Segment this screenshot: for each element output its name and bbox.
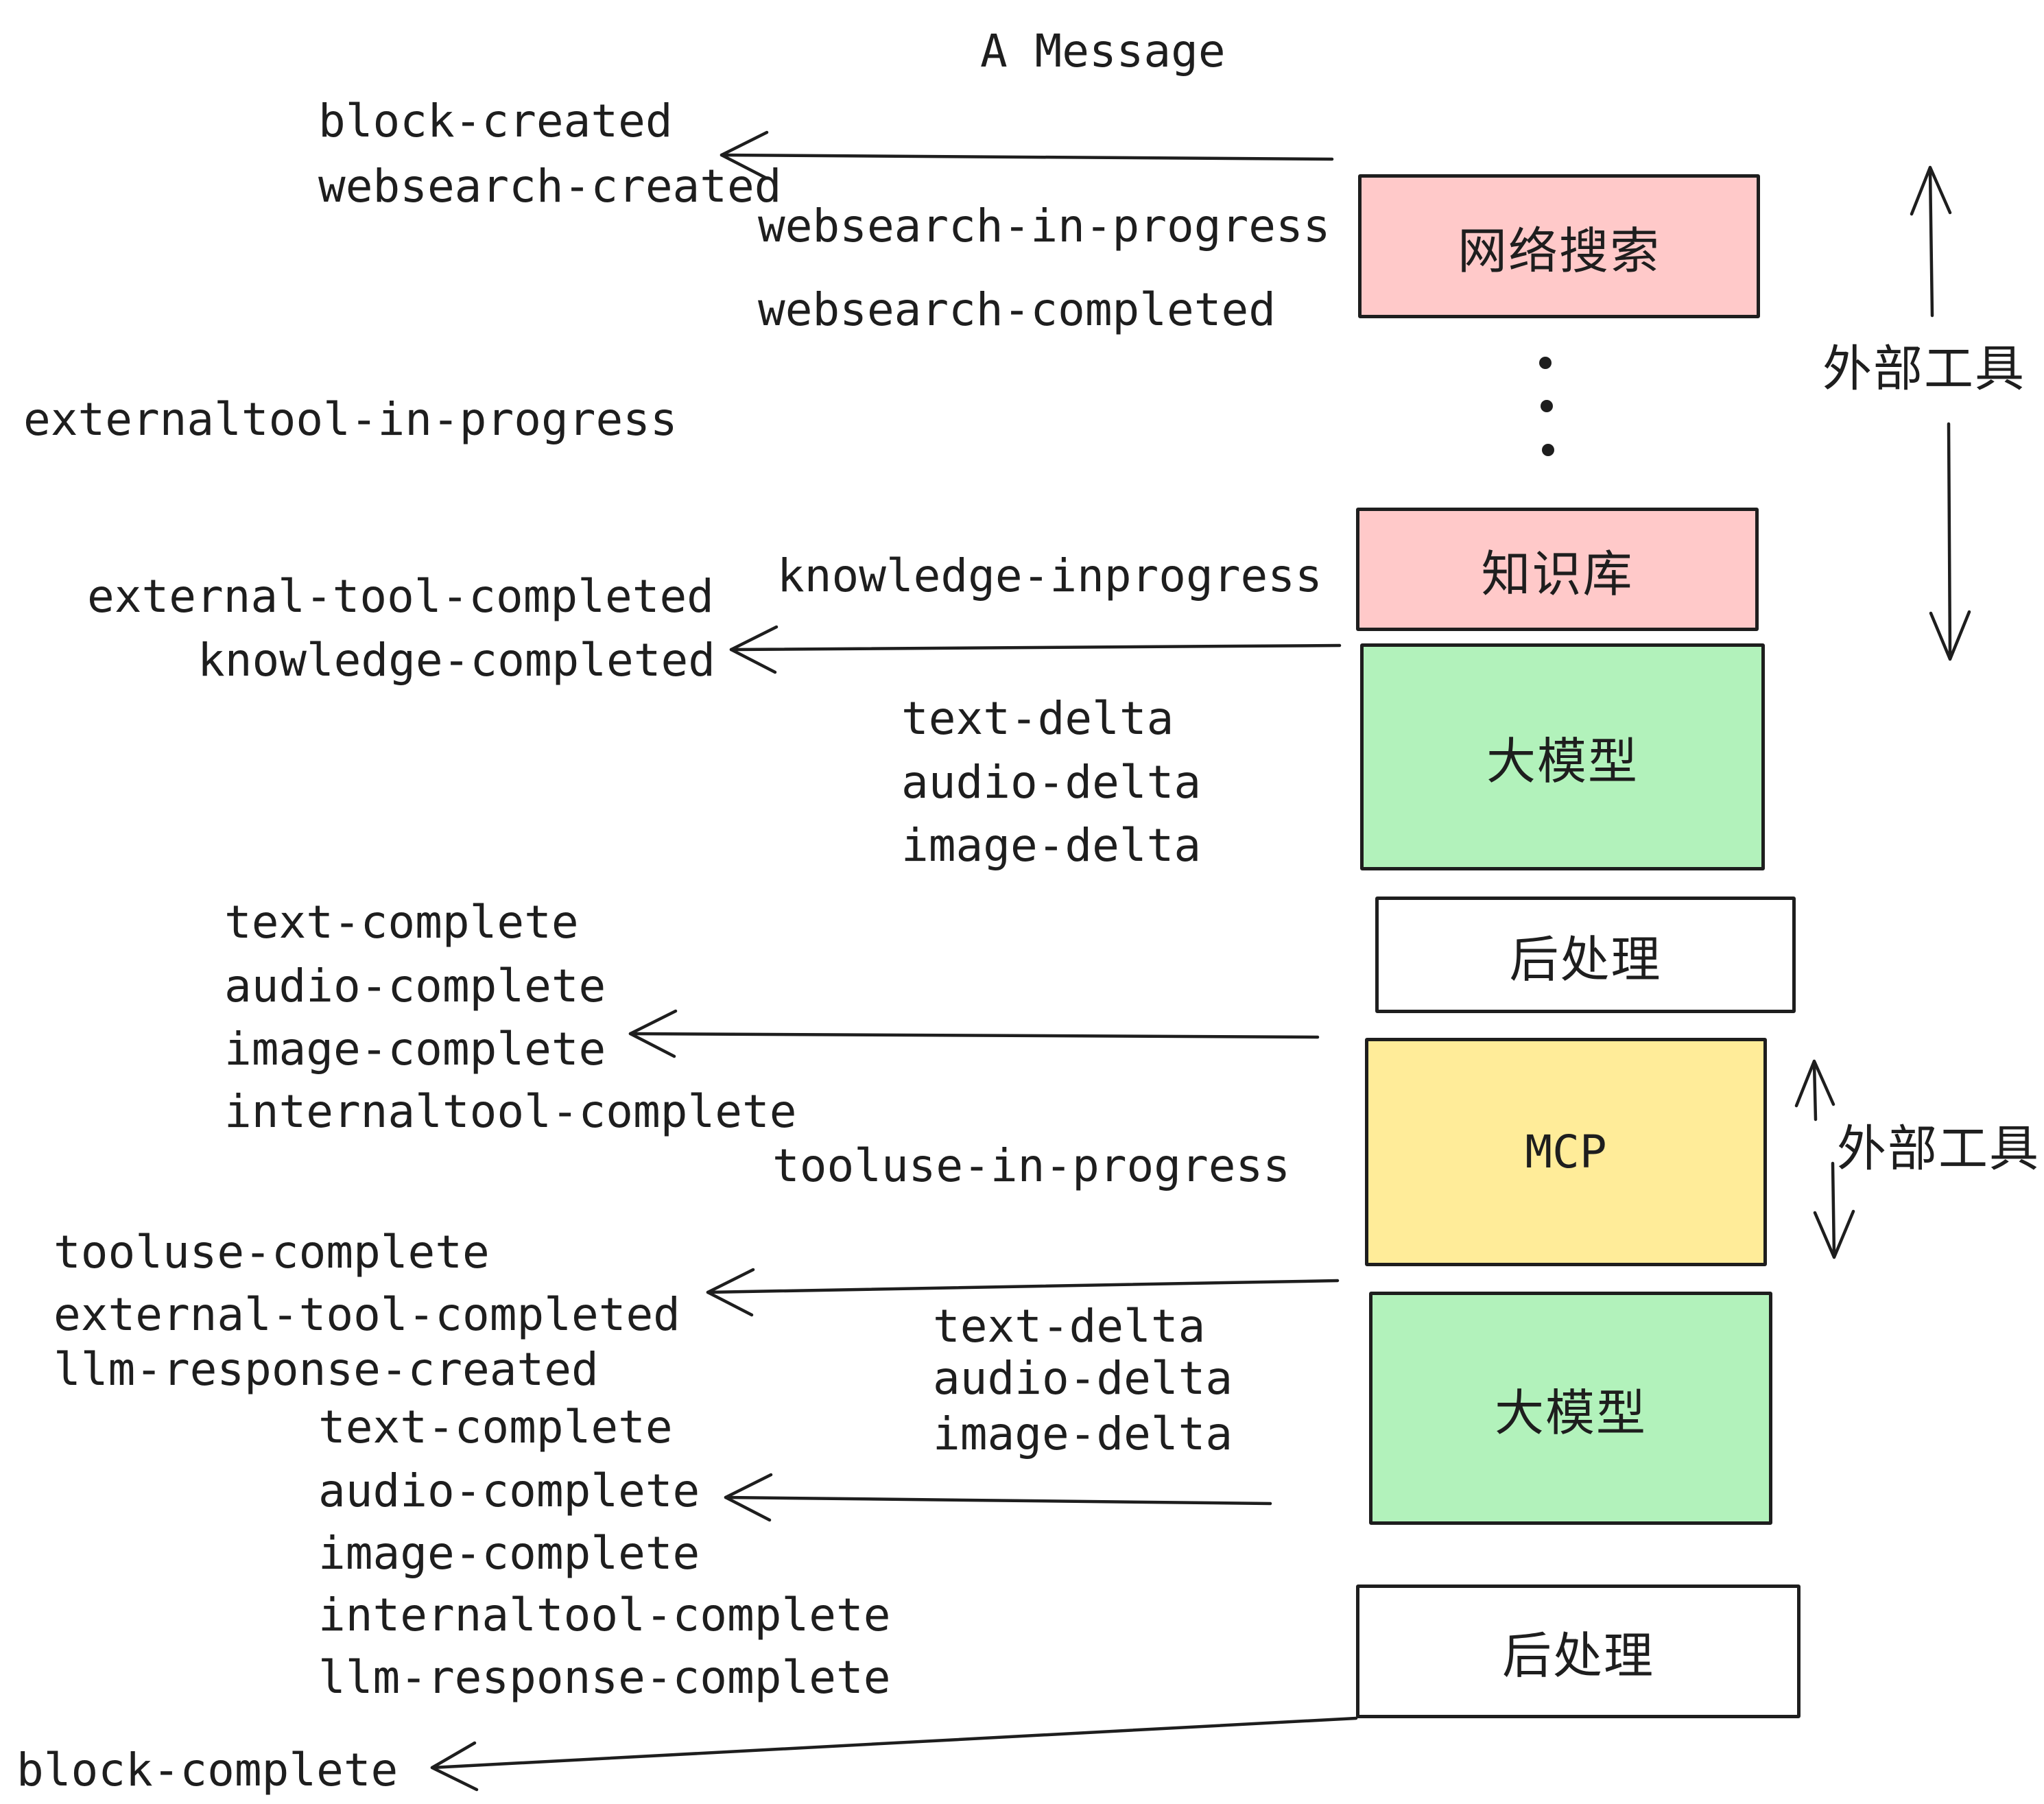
event-label-block-created: block-created [318,95,673,147]
event-label-external-tool-completed-1: external-tool-completed [87,570,714,623]
event-label-text-complete-1: text-complete [224,896,579,949]
external-tools-arrow-top [1910,165,1971,661]
event-label-audio-delta-2: audio-delta [933,1352,1233,1405]
event-label-tooluse-in-progress: tooluse-in-progress [772,1139,1290,1192]
event-label-text-complete-2: text-complete [318,1401,673,1453]
event-label-llm-response-complete: llm-response-complete [318,1651,891,1704]
flow-box-websearch-label: 网络搜索 [1457,222,1661,280]
flow-box-websearch: 网络搜索 [1358,174,1760,318]
flow-box-postprocess-2: 后处理 [1356,1585,1801,1718]
event-label-text-delta-2: text-delta [933,1300,1206,1353]
event-label-internaltool-complete-1: internaltool-complete [224,1085,797,1138]
flow-box-mcp: MCP [1365,1038,1767,1266]
flow-box-knowledge-label: 知识库 [1481,545,1634,603]
event-label-websearch-created: websearch-created [318,160,782,213]
ellipsis-dots [1539,357,1554,456]
arrow-to-knowledge-completed [729,625,1342,674]
external-tools-arrow-mcp [1794,1059,1855,1259]
arrow-to-block-complete [430,1716,1358,1792]
flow-box-postprocess-1: 后处理 [1375,897,1796,1013]
event-label-websearch-completed: websearch-completed [758,283,1276,336]
page-title: A Message [980,25,1226,78]
external-tools-label-mcp: 外部工具 [1837,1119,2041,1178]
flow-box-postprocess-1-label: 后处理 [1509,930,1662,988]
flow-box-mcp-label: MCP [1525,1126,1607,1178]
flow-box-llm-1: 大模型 [1360,643,1765,870]
event-label-knowledge-completed: knowledge-completed [198,634,715,687]
event-label-image-complete-2: image-complete [318,1527,700,1580]
flow-box-llm-2-label: 大模型 [1494,1384,1647,1442]
event-label-tooluse-complete: tooluse-complete [54,1226,490,1279]
event-label-internaltool-complete-2: internaltool-complete [318,1589,891,1641]
external-tools-label-top: 外部工具 [1822,340,2026,398]
arrow-to-image-complete [628,1009,1320,1058]
event-label-audio-complete-1: audio-complete [224,960,606,1012]
event-label-websearch-in-progress: websearch-in-progress [758,200,1331,252]
event-label-external-tool-completed-2: external-tool-completed [54,1288,680,1341]
event-label-audio-complete-2: audio-complete [318,1464,700,1517]
flow-box-knowledge: 知识库 [1356,508,1759,631]
flow-box-postprocess-2-label: 后处理 [1501,1627,1654,1685]
event-label-knowledge-inprogress: knowledge-inprogress [777,549,1322,602]
arrow-to-tooluse-complete [706,1268,1340,1317]
flow-box-llm-1-label: 大模型 [1486,733,1639,790]
arrow-to-block-created [720,130,1334,180]
event-label-image-complete-1: image-complete [224,1023,606,1076]
event-label-audio-delta-1: audio-delta [901,756,1202,809]
arrow-to-audio-complete [724,1473,1272,1522]
event-label-externaltool-in-progress: externaltool-in-progress [23,393,678,446]
event-label-image-delta-1: image-delta [901,819,1202,872]
event-label-text-delta-1: text-delta [901,692,1174,745]
flow-box-llm-2: 大模型 [1369,1292,1772,1525]
event-label-block-complete: block-complete [16,1744,399,1796]
event-label-image-delta-2: image-delta [933,1408,1233,1460]
event-label-llm-response-created: llm-response-created [54,1343,599,1396]
